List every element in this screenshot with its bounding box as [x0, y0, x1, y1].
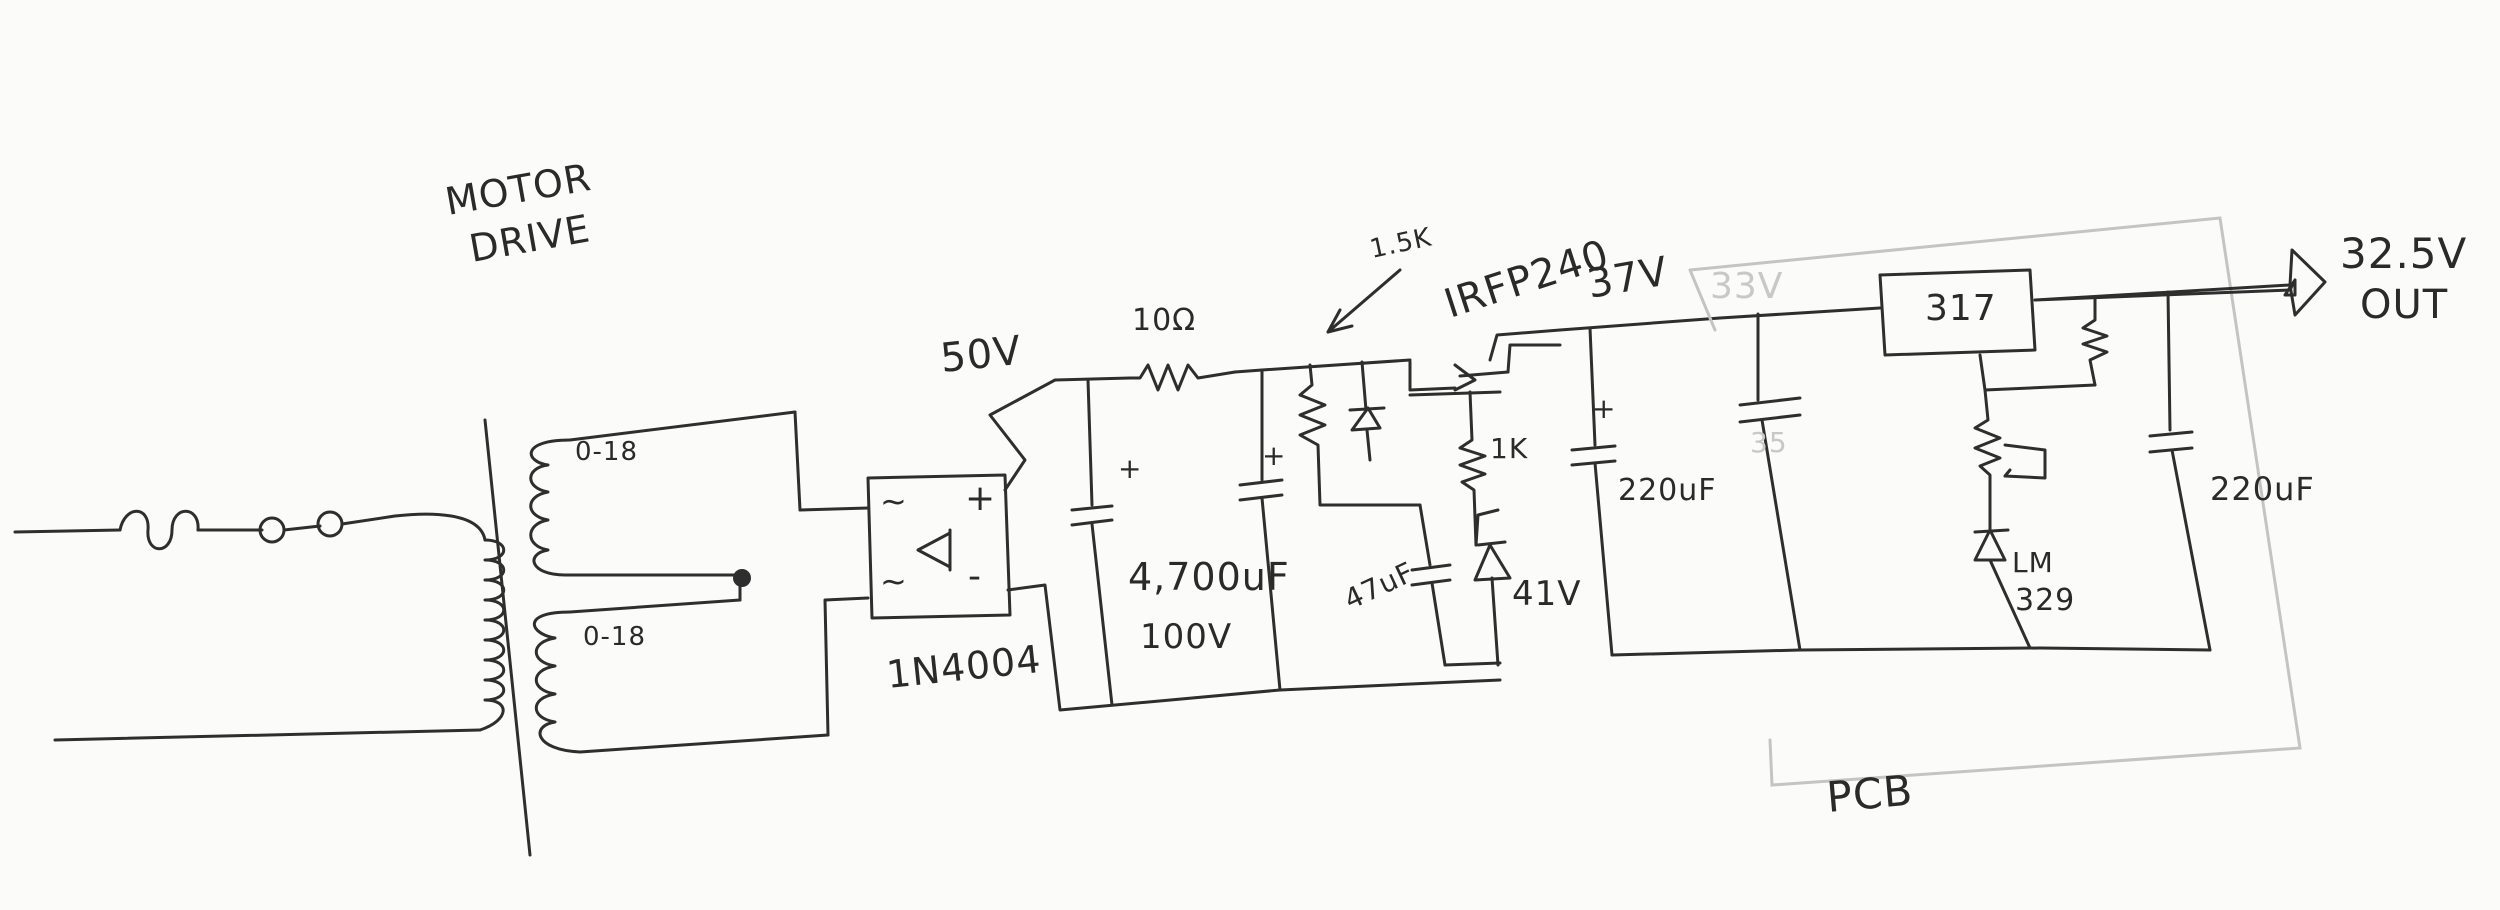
- capacitor-220uf-a-icon: [1570, 326, 1617, 657]
- cap-plus-c: +: [1592, 392, 1616, 425]
- resistor-10r-icon: [1128, 363, 1237, 392]
- out-voltage-label: 32.5V: [2340, 229, 2467, 278]
- capacitor-pcb-input-icon: [1738, 312, 1802, 652]
- out-label: OUT: [2360, 282, 2448, 328]
- transformer-primary-icon: [393, 512, 506, 732]
- rectifier-ac-top: ~: [880, 482, 908, 520]
- wire-secondary-top: [793, 410, 870, 512]
- arrow-1k5: [1326, 268, 1402, 334]
- resistor-1k-label: 1K: [1490, 432, 1528, 465]
- cap-47uf-label: 47uF: [1339, 555, 1420, 616]
- top-rail-3: [1718, 306, 1882, 320]
- wire-rect-plus: [988, 376, 1132, 492]
- resistor-1k5-label: 1.5K: [1367, 223, 1434, 265]
- fuse-switch-icon: [258, 510, 397, 544]
- ref-num-label: 329: [2015, 583, 2075, 618]
- mosfet-icon: [1408, 328, 1562, 397]
- cap-220uf-a-label: 220uF: [1618, 473, 1717, 508]
- resistor-output-icon: [1978, 295, 2109, 392]
- ground-rail-1: [1278, 678, 1502, 692]
- rectifier-ac-bottom: ~: [880, 562, 908, 600]
- rectifier-part-label: 1N4004: [884, 637, 1043, 697]
- ground-rail-2: [1443, 661, 1502, 667]
- filter-capacitor-1-icon: [1070, 378, 1114, 707]
- pcb-outline: [1688, 216, 2302, 787]
- capacitor-47uf-icon: [1410, 503, 1452, 667]
- cap-220uf-b-label: 220uF: [2210, 470, 2315, 508]
- resistor-10r-label: 10Ω: [1132, 303, 1196, 338]
- zener-41v-icon: [1473, 508, 1512, 667]
- cap-plus-b: +: [1262, 439, 1286, 472]
- regulator-label: 317: [1925, 288, 1997, 329]
- capacitor-220uf-b-icon: [2148, 290, 2212, 652]
- resistor-1k-icon: [1458, 390, 1487, 547]
- winding-bottom-label: 0-18: [583, 622, 646, 652]
- wire-rect-minus: [1006, 583, 1282, 712]
- ref-label: LM: [2012, 546, 2054, 579]
- pcb-label: PCB: [1825, 766, 1915, 822]
- filter-capacitor-2-icon: [1233, 368, 1284, 692]
- rectifier-minus: -: [968, 556, 982, 597]
- cap-voltage-label: 100V: [1140, 617, 1232, 657]
- rectifier-plus: +: [965, 478, 996, 519]
- bridge-rectifier: [866, 473, 1012, 620]
- top-rail-2: [1558, 316, 1722, 332]
- ac-input-line: [13, 509, 482, 742]
- regulator-box: [1878, 268, 2037, 357]
- transformer-core: [483, 418, 532, 857]
- resistor-adjust-icon: [1973, 388, 2047, 532]
- zener-41v-label: 41V: [1512, 574, 1582, 614]
- reference-lm329-icon: [1973, 528, 2032, 650]
- ground-rail-3: [1610, 646, 2212, 657]
- output-rail: [2033, 278, 2297, 302]
- faint-v-label: 33V: [1710, 266, 1783, 307]
- transformer-secondary-icon: [529, 410, 830, 754]
- resistor-1k5-icon: [1298, 363, 1422, 507]
- top-rail-1: [1260, 358, 1412, 372]
- cap-value-label: 4,700uF: [1128, 555, 1290, 599]
- v-rect-label: 50V: [938, 328, 1024, 382]
- cap-plus-a: +: [1118, 452, 1142, 485]
- faint-cap-label: 35: [1750, 426, 1788, 459]
- winding-top-label: 0-18: [575, 437, 638, 467]
- diode-icon: [1348, 360, 1386, 462]
- output-arrow-icon: [2288, 248, 2327, 317]
- wire-secondary-bottom: [823, 596, 870, 737]
